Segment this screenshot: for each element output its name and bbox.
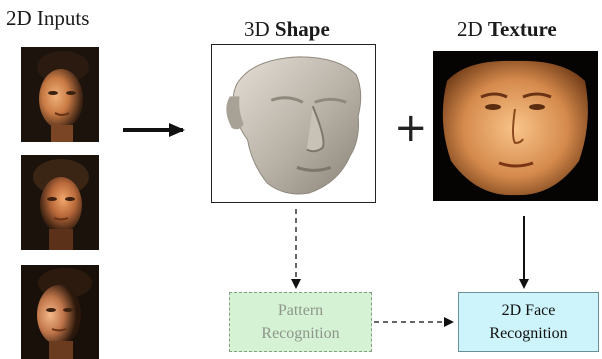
2d-face-texture — [442, 60, 588, 196]
input-photo-3 — [21, 265, 99, 359]
face-line-2: Recognition — [489, 325, 568, 342]
texture-image-frame — [433, 51, 598, 201]
face-recognition-box: 2D Face Recognition — [458, 292, 599, 352]
pattern-line-1: Pattern — [277, 302, 324, 319]
shape-image-frame — [211, 44, 376, 203]
inputs-label: 2D Inputs — [6, 6, 90, 30]
pattern-recognition-box: Pattern Recognition — [229, 292, 372, 352]
face-line-1: 2D Face — [501, 302, 556, 319]
plus-operator: + — [394, 105, 428, 151]
pattern-line-2: Recognition — [261, 325, 340, 342]
texture-label: 2D Texture — [457, 17, 557, 41]
shape-label: 3D Shape — [244, 17, 330, 41]
input-photo-1 — [21, 47, 99, 142]
3d-face-shape — [226, 56, 362, 195]
input-photo-2 — [21, 155, 99, 250]
